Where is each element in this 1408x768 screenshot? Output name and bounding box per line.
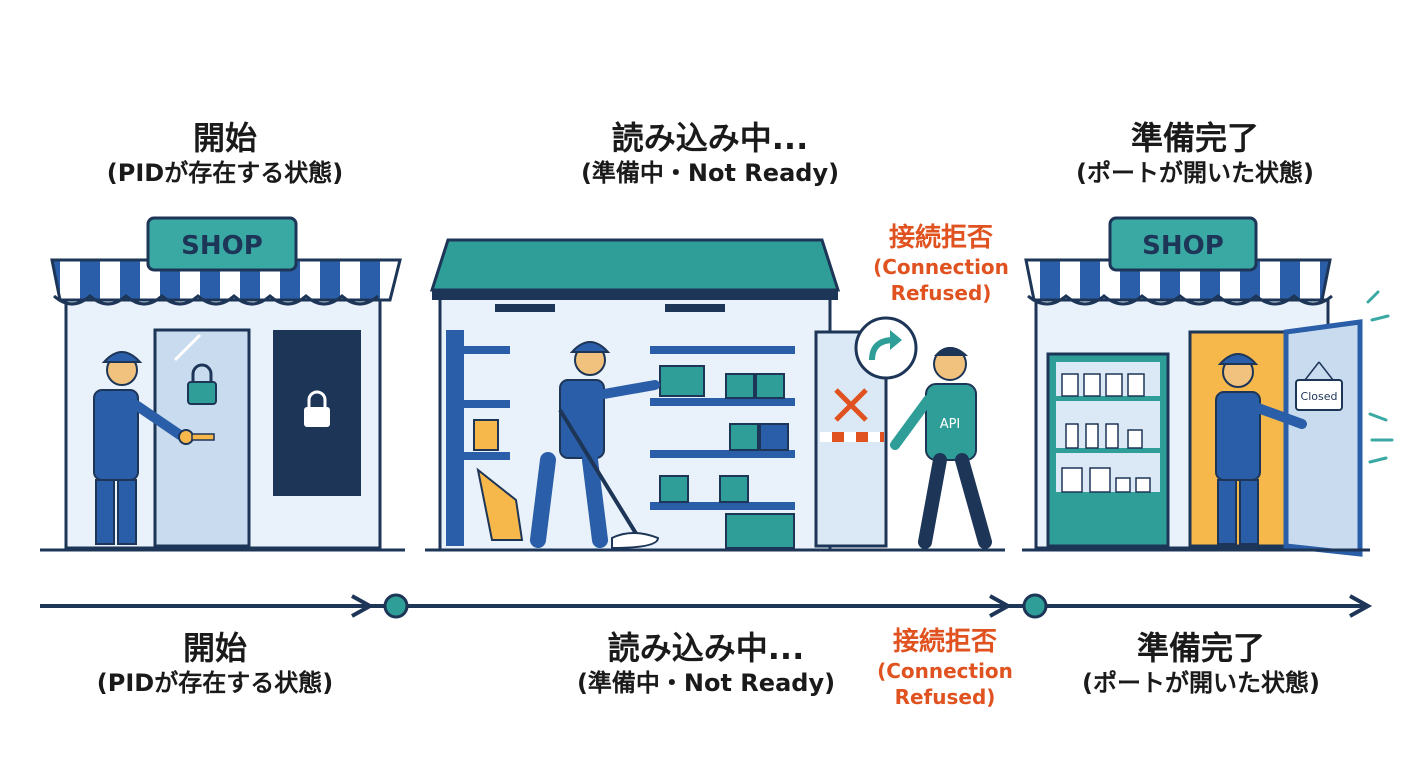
key-icon <box>178 429 215 445</box>
api-label: API <box>940 417 961 432</box>
shop-sign-board <box>1108 216 1258 272</box>
arrowhead-icon <box>1349 594 1373 618</box>
timeline-node-icon <box>1022 593 1048 619</box>
box-icon <box>729 423 759 451</box>
x-mark-icon <box>834 388 868 422</box>
lock-icon <box>187 363 217 405</box>
open-door <box>1283 319 1363 557</box>
shop-open: SHOP Closed <box>1022 216 1394 557</box>
stage-subtitle: (PIDが存在する状態) <box>106 159 344 187</box>
box-icon <box>473 419 499 451</box>
refused-label-top: 接続拒否 (Connection Refused) <box>856 222 1026 306</box>
stage-subtitle: (ポートが開いた状態) <box>1076 159 1314 187</box>
mop-icon <box>558 408 642 542</box>
refused-line2: Refused) <box>894 685 996 709</box>
refused-title: 接続拒否 <box>888 223 993 253</box>
stage-title: 開始 <box>192 119 257 157</box>
timeline-node-icon <box>383 593 409 619</box>
worker-with-mop <box>530 341 660 550</box>
box-icon <box>725 513 795 549</box>
refused-label-bottom: 接続拒否 (Connection Refused) <box>860 626 1030 710</box>
stage-label-ready-top: 準備完了 (ポートが開いた状態) <box>1030 118 1360 188</box>
stage-subtitle: (ポートが開いた状態) <box>1082 669 1320 697</box>
arrowhead-icon <box>989 594 1013 618</box>
sparkle-icon <box>1366 290 1394 464</box>
shop-sign-text: SHOP <box>181 231 263 261</box>
stage-title: 読み込み中... <box>607 629 805 667</box>
refused-line2: Refused) <box>890 281 992 305</box>
redirect-arrow-icon <box>854 316 918 380</box>
api-client-person: API <box>890 347 992 549</box>
stage-subtitle: (準備中・Not Ready) <box>576 669 836 697</box>
lock-icon <box>304 390 330 427</box>
box-icon <box>659 475 689 503</box>
stage-label-loading-top: 読み込み中... (準備中・Not Ready) <box>500 118 920 188</box>
shop-sign-text: SHOP <box>1142 231 1224 261</box>
closed-sign <box>1295 379 1343 411</box>
shop-locked: SHOP <box>40 216 405 552</box>
worker-opening-door <box>1215 353 1307 545</box>
shop-loading: API <box>425 238 1005 552</box>
stage-label-ready-bottom: 準備完了 (ポートが開いた状態) <box>1036 628 1366 698</box>
refused-title: 接続拒否 <box>892 627 997 657</box>
stage-title: 開始 <box>182 629 247 667</box>
stage-title: 準備完了 <box>1130 119 1259 157</box>
refused-line1: (Connection <box>873 255 1009 279</box>
box-icon <box>725 373 755 399</box>
stage-label-start-top: 開始 (PIDが存在する状態) <box>60 118 390 188</box>
box-icon <box>755 373 785 399</box>
box-icon <box>659 365 705 397</box>
closed-sign-text: Closed <box>1301 390 1338 403</box>
timeline <box>40 593 1373 619</box>
stage-title: 準備完了 <box>1136 629 1265 667</box>
box-icon <box>719 475 749 503</box>
stage-label-start-bottom: 開始 (PIDが存在する状態) <box>50 628 380 698</box>
stage-label-loading-bottom: 読み込み中... (準備中・Not Ready) <box>496 628 916 698</box>
arrowhead-icon <box>351 594 375 618</box>
refused-line1: (Connection <box>877 659 1013 683</box>
stage-subtitle: (PIDが存在する状態) <box>96 669 334 697</box>
box-icon <box>759 423 789 451</box>
worker-with-key <box>93 351 185 545</box>
shop-sign-board <box>146 216 298 272</box>
stage-title: 読み込み中... <box>611 119 809 157</box>
stage-subtitle: (準備中・Not Ready) <box>580 159 840 187</box>
